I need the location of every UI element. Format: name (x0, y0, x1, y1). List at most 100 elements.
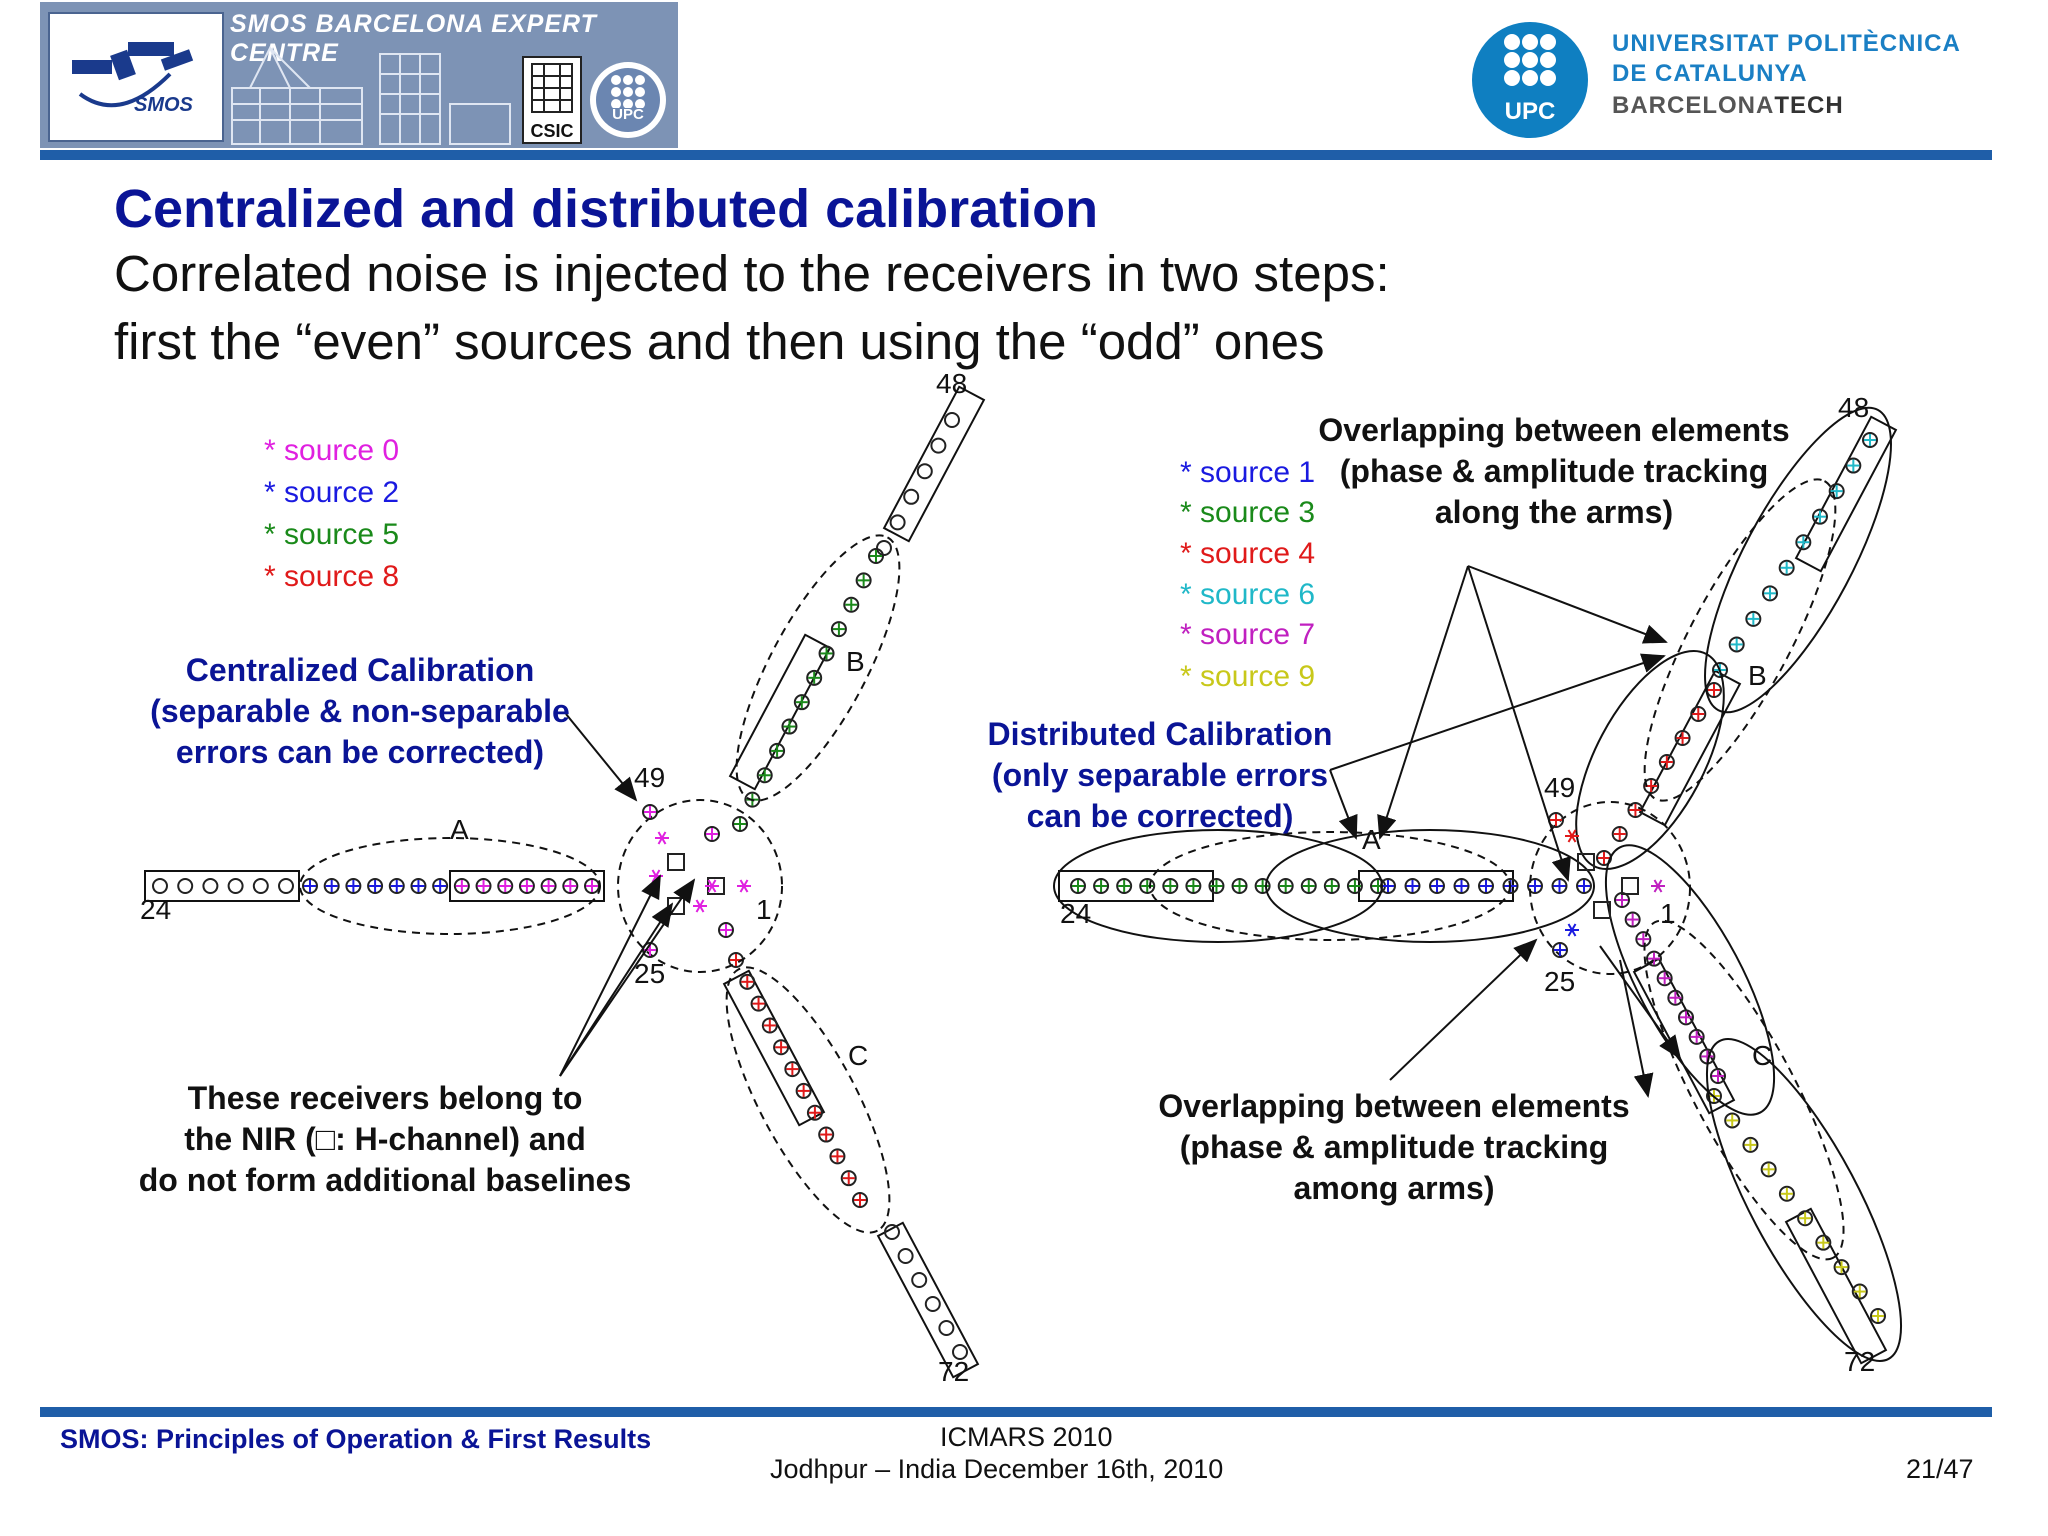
receiver-circle (1658, 754, 1675, 770)
left-element-25: 25 (634, 958, 666, 989)
star-stroke (695, 899, 705, 913)
r-arm-b-red-1 (1690, 706, 1707, 722)
r-arm-c-yellow-8 (1851, 1283, 1868, 1300)
page-number: 21/47 (1906, 1454, 1974, 1484)
r-arm-c-yellow-3 (1760, 1161, 1777, 1178)
right-array-diagram (1053, 406, 1903, 1365)
arm-a-mid-box (449, 870, 605, 902)
right-legend-source-1: * source 1 (1180, 456, 1316, 489)
arm-a-calibrated-4 (388, 878, 405, 894)
arm-c-plain-3 (924, 1296, 941, 1312)
r-arm-a-green-8 (1254, 878, 1271, 894)
r-arm-b-red-6 (1611, 826, 1628, 842)
arm-b-calibrated-5 (806, 669, 823, 686)
r-arm-a-green-11 (1323, 878, 1340, 894)
receiver-circle (793, 694, 810, 711)
university-name-line2: DE CATALUNYA (1612, 60, 1808, 87)
right-element-72: 72 (1844, 1346, 1876, 1377)
upc-logo-label: UPC (1504, 98, 1556, 125)
receiver-circle (1745, 610, 1762, 627)
arrow-overlap-among-3 (1619, 959, 1654, 1098)
receiver-circle (1643, 778, 1660, 794)
receiver-circle (806, 1104, 823, 1121)
smos-logo-text: SMOS (134, 94, 193, 116)
r-arm-c-purple-0 (1614, 892, 1630, 908)
arrow-nir-1 (559, 874, 661, 1077)
arm-c-calibrated-1 (739, 973, 756, 990)
receiver-circle (795, 1082, 812, 1099)
receiver-circle (756, 767, 773, 784)
receiver-circle (323, 878, 340, 894)
receiver-circle (1611, 826, 1628, 842)
building-illustration (231, 45, 511, 145)
arm-b-calibrated-0 (868, 548, 884, 564)
arm-c-plain-1 (897, 1248, 914, 1264)
r-arm-b-cyan-1 (1845, 457, 1862, 474)
receiver-circle (1635, 931, 1652, 948)
university-tech: TECH (1774, 92, 1844, 119)
receiver-circle (781, 718, 798, 735)
slide-title: Centralized and distributed calibration (114, 179, 1099, 239)
r-arm-c-purple-9 (1710, 1068, 1726, 1084)
r-arm-a-green-0 (1070, 878, 1086, 894)
arm-b-calibrated-4 (818, 645, 835, 662)
arrow-overlap-arms-2 (1377, 565, 1469, 840)
receiver-circle (784, 1061, 801, 1078)
arm-c-plain-0 (884, 1224, 900, 1240)
r-arm-a-blue-8 (1576, 878, 1592, 894)
arm-b-outer-box (882, 385, 986, 543)
receiver-circle (750, 995, 767, 1012)
receiver-circle (938, 1320, 955, 1336)
footer-presentation-title: SMOS: Principles of Operation & First Re… (60, 1424, 652, 1454)
r-arm-b-cyan-4 (1795, 534, 1812, 551)
r-arm-c-purple-6 (1678, 1009, 1694, 1026)
receiver-circle (1323, 878, 1340, 894)
receiver-circle (1624, 911, 1641, 928)
hub-dashed-region (617, 799, 783, 973)
r-arm-a-green-9 (1277, 878, 1294, 894)
r-arm-c-purple-3 (1646, 950, 1662, 967)
r-arm-a-blue-7 (1551, 878, 1568, 894)
receiver-circle (818, 1126, 835, 1143)
arm-a-calibrated-13 (584, 878, 600, 894)
hub-r2-0 (704, 826, 720, 842)
r-arm-b-cyan-8 (1728, 636, 1745, 653)
receiver-circle (868, 548, 884, 564)
r-arm-c-purple-1 (1624, 911, 1641, 928)
arrow-centralized (565, 713, 638, 802)
r-arm-a-green-1 (1093, 878, 1110, 894)
receiver-circle (930, 437, 947, 454)
r-hub-r1-0 (1552, 942, 1568, 958)
smos-banner: SMOS SMOS BARCELONA EXPERT CENTRE CSIC (40, 2, 678, 148)
right-arm-label-c: C (1752, 1040, 1773, 1071)
receiver-circle (1870, 1308, 1886, 1324)
r-arm-b-red-2 (1674, 730, 1691, 746)
receiver-circle (1300, 878, 1317, 894)
left-legend-source-8: * source 8 (264, 560, 400, 593)
arm-b-plain-4 (889, 514, 906, 531)
source-star-4 (693, 899, 707, 913)
receiver-circle (410, 878, 427, 894)
upc-small-label: UPC (612, 106, 644, 123)
left-legend-source-2: * source 2 (264, 476, 400, 509)
arm-b-mid-box (728, 633, 832, 791)
right-legend-source-3: * source 3 (1180, 496, 1316, 529)
arm-b-calibrated-7 (781, 718, 798, 735)
arm-a-calibrated-0 (302, 878, 318, 894)
arm-b-calibrated-8 (769, 742, 786, 759)
arm-c-calibrated-8 (818, 1126, 835, 1143)
receiver-circle (944, 412, 960, 428)
arm-a-plain-5 (278, 878, 294, 894)
arm-a-plain-0 (152, 878, 168, 894)
receiver-circle (1778, 559, 1795, 576)
left-array-diagram (144, 385, 986, 1379)
r-arm-c-solid-lower (1705, 1038, 1903, 1362)
receiver-circle (1162, 878, 1179, 894)
receiver-circle (1478, 878, 1494, 894)
receiver-circle (1346, 878, 1363, 894)
receiver-circle (1453, 878, 1470, 894)
receiver-circle (739, 973, 756, 990)
arm-c-calibrated-6 (795, 1082, 812, 1099)
r-star-red (1565, 829, 1579, 843)
right-arm-label-b: B (1748, 660, 1767, 691)
